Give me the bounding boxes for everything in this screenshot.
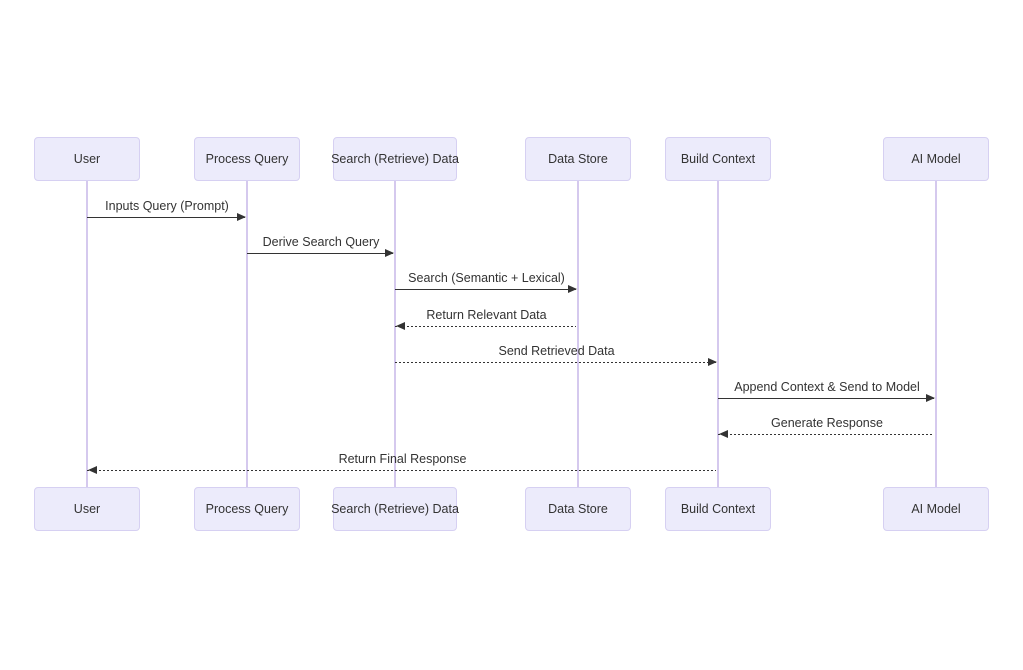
lifeline-ai-model (935, 181, 937, 487)
actor-label-data-store: Data Store (548, 152, 608, 166)
actor-label-data-store: Data Store (548, 502, 608, 516)
message-label-3: Return Relevant Data (426, 308, 547, 322)
message-arrowhead-icon-7 (88, 466, 97, 474)
actor-label-user: User (73, 152, 101, 166)
message-arrowhead-icon-0 (237, 213, 246, 221)
actor-box-top-process-query: Process Query (194, 137, 300, 181)
lifeline-user (86, 181, 88, 487)
actor-box-top-ai-model: AI Model (883, 137, 989, 181)
message-arrowhead-icon-4 (708, 358, 717, 366)
actor-label-process-query: Process Query (205, 152, 289, 166)
lifeline-build-context (717, 181, 719, 487)
message-line-5 (718, 398, 934, 400)
message-arrowhead-icon-1 (385, 249, 394, 257)
actor-box-bottom-build-context: Build Context (665, 487, 771, 531)
lifeline-process-query (246, 181, 248, 487)
actor-label-build-context: Build Context (680, 502, 756, 516)
lifeline-data-store (577, 181, 579, 487)
actor-box-top-search-retrieve-data: Search (Retrieve) Data (331, 137, 459, 181)
message-label-2: Search (Semantic + Lexical) (408, 271, 565, 285)
actor-label-user: User (73, 502, 101, 516)
actor-label-process-query: Process Query (205, 502, 289, 516)
actor-box-bottom-process-query: Process Query (194, 487, 300, 531)
message-label-0: Inputs Query (Prompt) (105, 199, 229, 213)
message-arrowhead-icon-2 (568, 285, 577, 293)
actor-box-top-user: User (34, 137, 140, 181)
actor-box-top-build-context: Build Context (665, 137, 771, 181)
message-arrowhead-icon-6 (719, 430, 728, 438)
actor-box-bottom-user: User (34, 487, 140, 531)
actor-label-ai-model: AI Model (911, 502, 961, 516)
message-label-1: Derive Search Query (262, 235, 380, 249)
message-label-6: Generate Response (771, 416, 883, 430)
actor-label-search-retrieve-data: Search (Retrieve) Data (331, 502, 459, 516)
message-line-4 (395, 362, 716, 364)
actor-label-search-retrieve-data: Search (Retrieve) Data (331, 152, 459, 166)
actor-box-bottom-ai-model: AI Model (883, 487, 989, 531)
message-line-7 (87, 470, 716, 472)
message-arrowhead-icon-3 (396, 322, 405, 330)
actor-box-bottom-data-store: Data Store (525, 487, 631, 531)
actor-box-top-data-store: Data Store (525, 137, 631, 181)
message-label-4: Send Retrieved Data (498, 344, 615, 358)
message-line-0 (87, 217, 245, 219)
actor-label-ai-model: AI Model (911, 152, 961, 166)
message-line-3 (395, 326, 576, 328)
actor-label-build-context: Build Context (680, 152, 756, 166)
message-label-7: Return Final Response (338, 452, 467, 466)
message-arrowhead-icon-5 (926, 394, 935, 402)
message-line-6 (718, 434, 934, 436)
message-line-2 (395, 289, 576, 291)
message-label-5: Append Context & Send to Model (734, 380, 920, 394)
lifeline-search-retrieve-data (394, 181, 396, 487)
actor-box-bottom-search-retrieve-data: Search (Retrieve) Data (331, 487, 459, 531)
message-line-1 (247, 253, 393, 255)
